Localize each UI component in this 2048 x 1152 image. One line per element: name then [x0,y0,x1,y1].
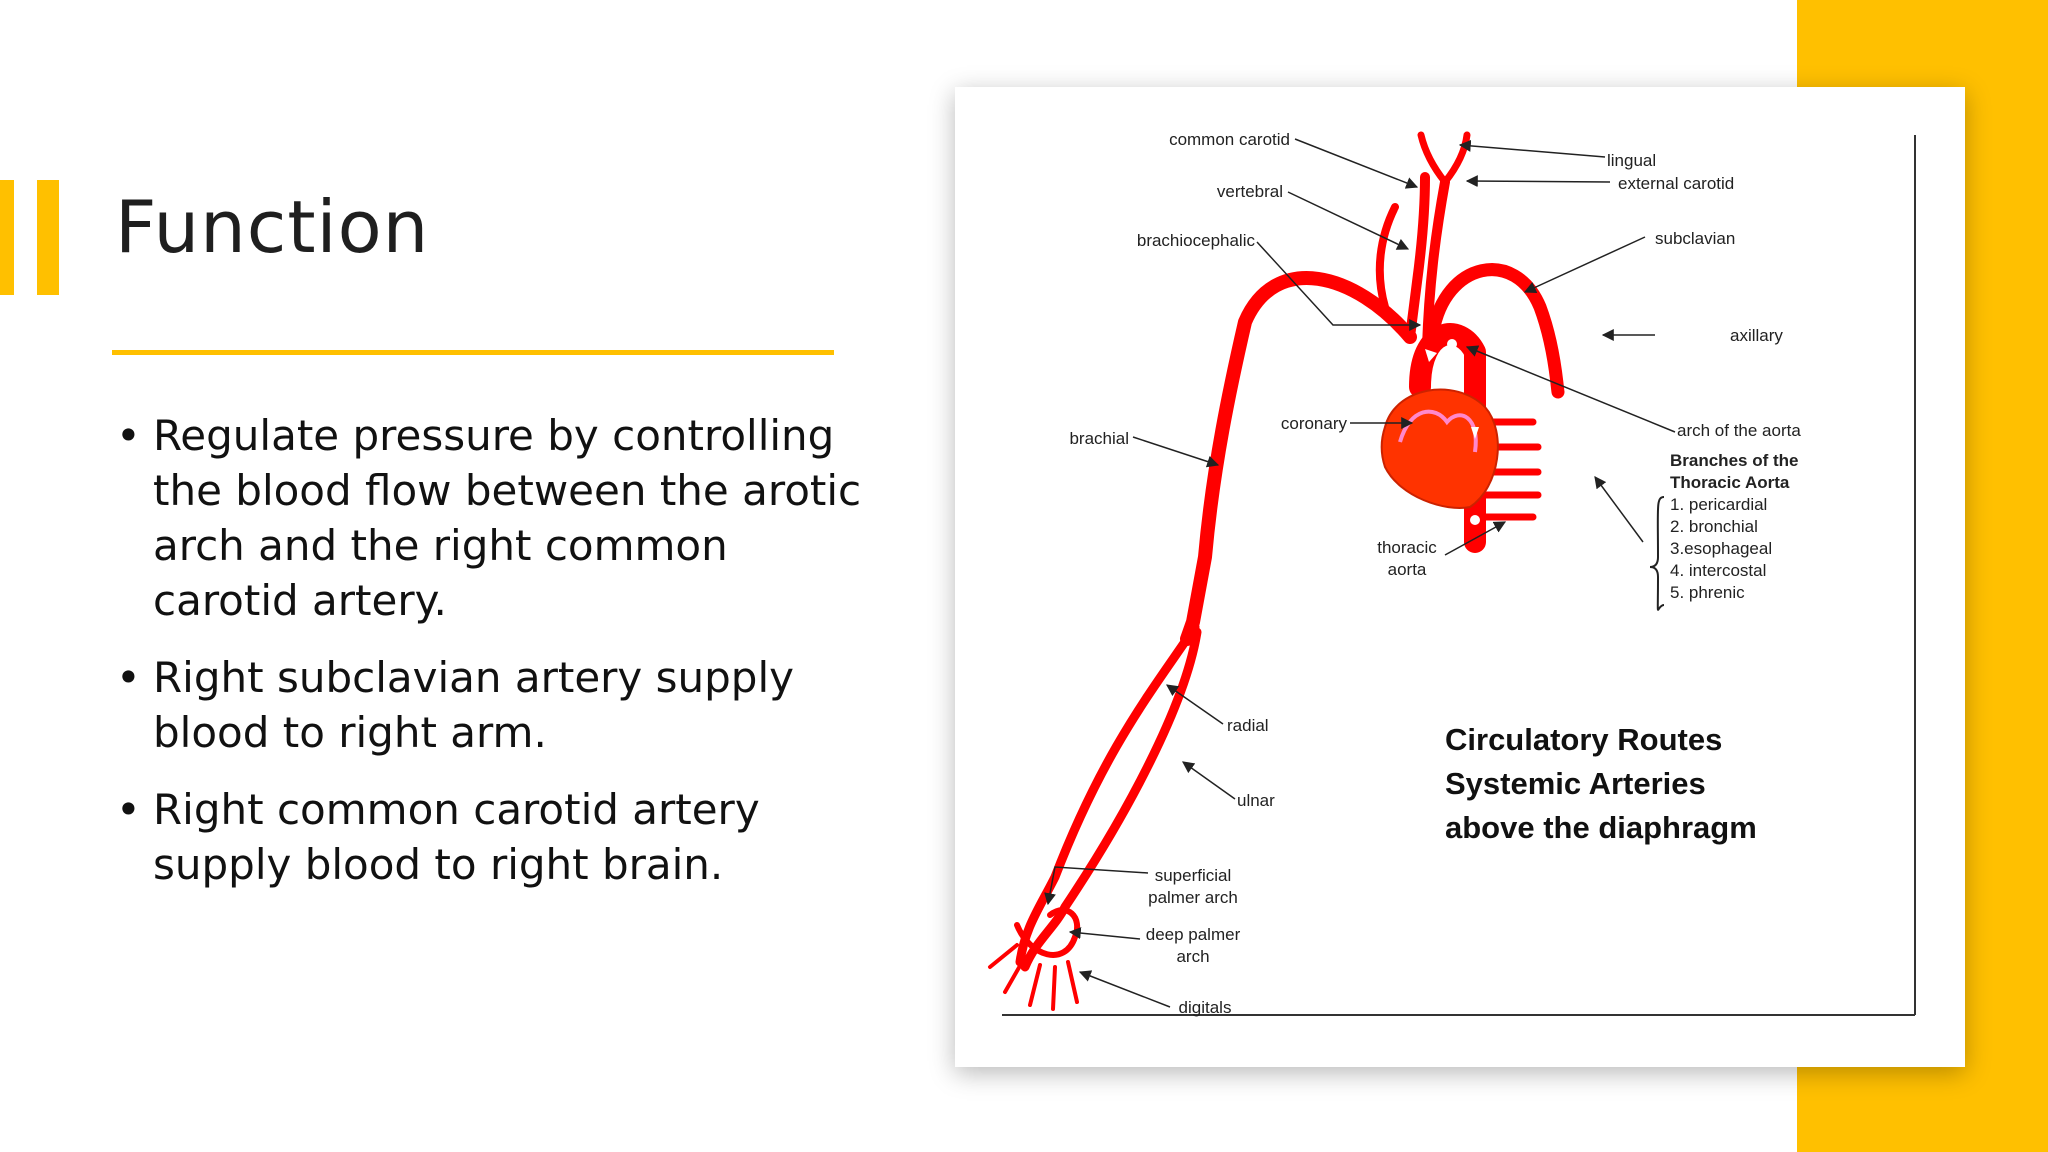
bullet-item: •Regulate pressure by controlling the bl… [112,408,872,628]
flow-arrow-icon [1471,427,1479,439]
leader-lines [1044,138,1676,1008]
artery-diagram: common carotid vertebral brachiocephalic… [988,130,1916,1017]
label-superficial-palmer-arch: palmer arch [1148,888,1238,907]
vertebral-artery [1375,203,1399,311]
diagram-caption: Circulatory Routes [1445,722,1722,757]
label-brachiocephalic: brachiocephalic [1137,231,1256,250]
label-subclavian: subclavian [1655,229,1735,248]
artery-diagram-card: common carotid vertebral brachiocephalic… [955,87,1965,1067]
label-coronary: coronary [1281,414,1348,433]
label-thoracic-aorta: aorta [1388,560,1427,579]
digital-artery [988,943,1019,969]
bullet-item: •Right subclavian artery supply blood to… [112,650,872,760]
flow-arrow-icon [1265,339,1281,355]
label-vertebral: vertebral [1217,182,1283,201]
label-lingual: lingual [1607,151,1656,170]
bullet-glyph: • [116,785,141,834]
branch-item: 3.esophageal [1670,539,1772,558]
label-external-carotid: external carotid [1618,174,1734,193]
label-deep-palmer-arch: deep palmer [1146,925,1241,944]
bullet-glyph: • [116,411,141,460]
label-arch-of-aorta: arch of the aorta [1677,421,1801,440]
junction-dots [1447,282,1500,525]
heart [1380,388,1499,509]
label-digitals: digitals [1179,998,1232,1017]
slide-title: Function [115,185,430,269]
title-underline [112,350,834,355]
digital-artery [1028,963,1042,1007]
label-thoracic-aorta: thoracic [1377,538,1437,557]
branch-item: 4. intercostal [1670,561,1766,580]
branches-title: Branches of the [1670,451,1798,470]
ulnar-artery [1020,627,1202,972]
external-carotid-artery [1417,131,1449,186]
brachiocephalic-arm-artery [1180,271,1417,646]
digital-artery [1003,955,1027,994]
digital-artery [1051,965,1057,1011]
flow-arrow-icon [1425,349,1437,362]
label-ulnar: ulnar [1237,791,1275,810]
bullet-list: •Regulate pressure by controlling the bl… [112,408,872,914]
branch-item: 5. phrenic [1670,583,1745,602]
branch-item: 1. pericardial [1670,495,1767,514]
label-common-carotid: common carotid [1169,130,1290,149]
label-deep-palmer-arch: arch [1176,947,1209,966]
branches-brace [1649,496,1665,611]
accent-mark [0,180,14,295]
label-superficial-palmer-arch: superficial [1155,866,1232,885]
branches-title: Thoracic Aorta [1670,473,1790,492]
label-brachial: brachial [1069,429,1129,448]
label-radial: radial [1227,716,1269,735]
lingual-artery [1441,131,1471,186]
arteries [988,131,1565,1011]
radial-artery [1015,622,1200,967]
label-axillary: axillary [1730,326,1783,345]
diagram-caption: above the diaphragm [1445,810,1757,845]
branch-item: 2. bronchial [1670,517,1758,536]
accent-mark [37,180,59,295]
diagram-caption: Systemic Arteries [1445,766,1706,801]
bullet-glyph: • [116,653,141,702]
common-carotid-artery [1405,172,1430,342]
bullet-item: •Right common carotid artery supply bloo… [112,782,872,892]
digital-artery [1066,960,1079,1004]
